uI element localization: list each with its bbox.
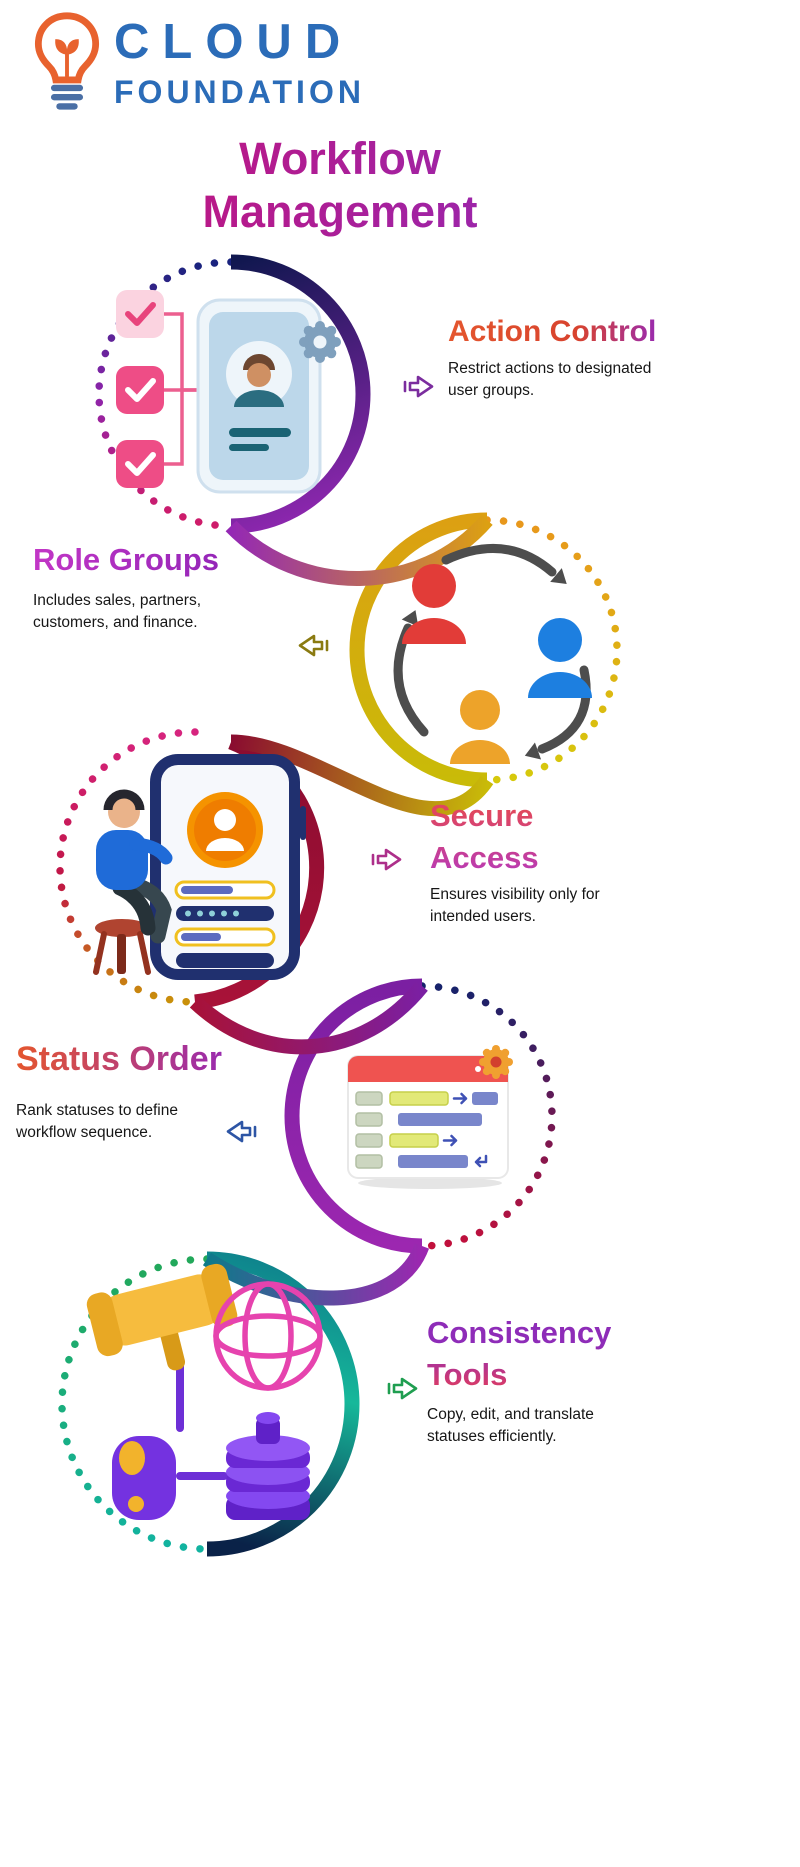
brand-text: CLOUD FOUNDATION bbox=[114, 10, 365, 110]
pointer-arrow-icon bbox=[226, 1120, 257, 1143]
section-title-text: Tools bbox=[427, 1356, 508, 1392]
globe-icon bbox=[213, 1281, 323, 1391]
section-title-text: Consistency bbox=[427, 1315, 612, 1350]
login-phone-icon bbox=[150, 754, 306, 980]
section-desc-role-groups: Includes sales, partners, customers, and… bbox=[33, 592, 202, 631]
section-title-text: Action Control bbox=[448, 315, 657, 348]
pointer-arrow-icon bbox=[298, 634, 329, 657]
connector-lines bbox=[164, 312, 198, 466]
brand-name-line1: CLOUD bbox=[114, 15, 354, 69]
page-title-line2: Management bbox=[202, 185, 478, 237]
figure-icon bbox=[112, 1436, 176, 1520]
illustration-consistency-tools bbox=[86, 1263, 323, 1520]
gear-icon bbox=[479, 1045, 513, 1079]
illustration-role-groups bbox=[393, 544, 592, 764]
coins-icon bbox=[226, 1412, 310, 1520]
lightbulb-icon bbox=[34, 12, 100, 110]
avatar-icon bbox=[187, 792, 263, 868]
pointer-arrow-icon bbox=[387, 1377, 418, 1400]
illustration-status-order bbox=[347, 1045, 513, 1189]
checkbox-icon bbox=[116, 290, 164, 338]
checkbox-icon bbox=[116, 366, 164, 414]
person-figure bbox=[93, 789, 173, 975]
section-title-action-control: Action Control bbox=[448, 312, 656, 352]
section-title-text: Status Order bbox=[16, 1040, 222, 1078]
section-title-status-order: Status Order bbox=[16, 1037, 222, 1083]
section-desc-action-control: Restrict actions to designated user grou… bbox=[448, 360, 652, 399]
user-icon-red bbox=[402, 564, 466, 644]
pointer-arrow-icon bbox=[403, 375, 434, 398]
connector-lines bbox=[176, 1362, 228, 1480]
section-title-text: Secure bbox=[430, 798, 534, 833]
section-desc-status-order: Rank statuses to define workflow sequenc… bbox=[16, 1102, 178, 1141]
brand-name-line2: FOUNDATION bbox=[114, 74, 365, 110]
illustration-action-control bbox=[116, 290, 341, 494]
user-icon-yellow bbox=[450, 690, 510, 764]
profile-phone-icon bbox=[196, 298, 322, 494]
section-title-text: Role Groups bbox=[33, 542, 220, 577]
illustration-secure-access bbox=[93, 754, 306, 980]
section-desc-consistency-tools: Copy, edit, and translate statuses effic… bbox=[427, 1406, 594, 1445]
section-desc-secure-access: Ensures visibility only for intended use… bbox=[430, 886, 600, 925]
page-title-line1: Workflow bbox=[239, 133, 441, 184]
checkbox-icon bbox=[116, 440, 164, 488]
section-title-role-groups: Role Groups bbox=[33, 539, 219, 581]
gavel-icon bbox=[86, 1263, 238, 1371]
brand-logo: CLOUD FOUNDATION bbox=[30, 10, 365, 112]
gear-icon bbox=[299, 321, 341, 363]
section-title-text: Access bbox=[430, 839, 539, 875]
user-icon-blue bbox=[528, 618, 592, 698]
status-board-icon bbox=[347, 1055, 509, 1179]
pointer-arrow-icon bbox=[371, 848, 402, 871]
cycle-arrowheads bbox=[401, 568, 567, 760]
